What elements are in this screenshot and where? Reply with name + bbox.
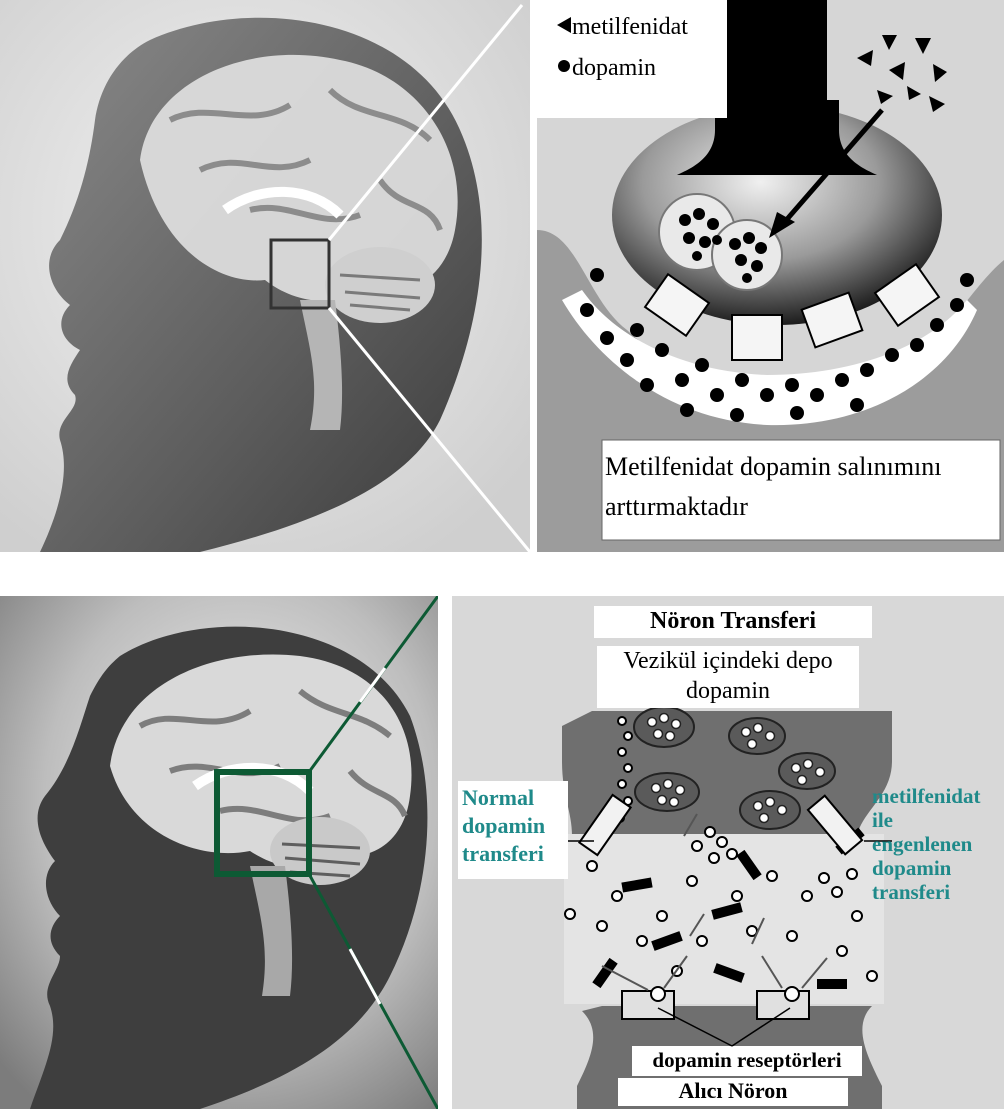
blocked-label-line: transferi	[872, 880, 980, 904]
normal-label-line: Normal	[462, 784, 545, 812]
blocked-label-line: dopamin	[872, 856, 980, 880]
receptor-label: dopamin reseptörleri	[632, 1048, 862, 1073]
normal-transfer-label: Normal dopamin transferi	[462, 784, 545, 868]
top-synapse-diagram: metilfenidat dopamin Metilfenidat dopami…	[537, 0, 1004, 552]
vesicle-label-line2: dopamin	[597, 678, 859, 705]
blocked-label-line: ile	[872, 808, 980, 832]
normal-label-line: transferi	[462, 840, 545, 868]
top-head-svg	[0, 0, 530, 552]
top-caption-line2: arttırmaktadır	[605, 492, 748, 522]
cleft-area	[564, 834, 884, 1004]
blocked-label-line: engenlenen	[872, 832, 980, 856]
top-head-illustration	[0, 0, 530, 552]
blocked-transfer-label: metilfenidat ile engenlenen dopamin tran…	[872, 784, 980, 904]
legend-dot-icon	[558, 60, 570, 72]
legend-metilfenidat-label: metilfenidat	[572, 14, 688, 41]
vesicle-label-line1: Vezikül içindeki depo	[597, 648, 859, 675]
legend-dopamin-label: dopamin	[572, 55, 656, 82]
blocked-label-line: metilfenidat	[872, 784, 980, 808]
normal-label-line: dopamin	[462, 812, 545, 840]
bottom-title: Nöron Transferi	[597, 608, 869, 635]
bottom-head-illustration	[0, 596, 438, 1109]
receiver-neuron-label: Alıcı Nöron	[618, 1078, 848, 1104]
bottom-head-svg	[0, 596, 438, 1109]
top-caption-line1: Metilfenidat dopamin salınımını	[605, 452, 942, 482]
bottom-transfer-diagram: Nöron Transferi Vezikül içindeki depo do…	[452, 596, 1004, 1109]
